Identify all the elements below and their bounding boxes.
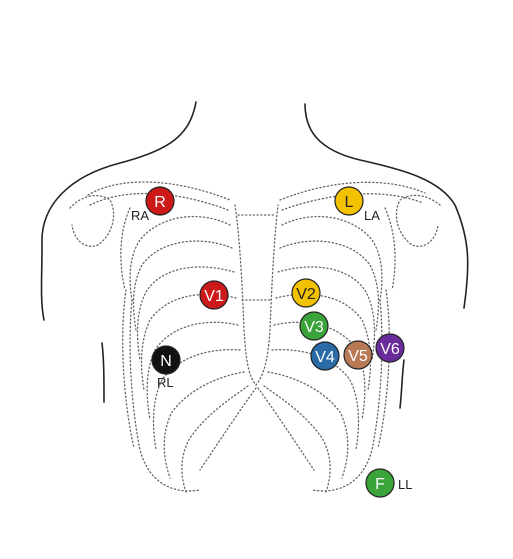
electrode-v1: V1 (199, 280, 229, 310)
electrode-v5: V5 (343, 340, 373, 370)
electrode-v3-label: V3 (304, 319, 324, 336)
electrode-f: F LL (365, 468, 412, 498)
electrode-l-marker (334, 186, 364, 216)
electrode-v1-label: V1 (204, 288, 224, 305)
electrode-v5-label: V5 (348, 348, 368, 365)
electrode-l-label: L (345, 194, 354, 211)
electrode-v4-label: V4 (315, 349, 335, 366)
electrode-r-side-label: RA (131, 208, 149, 223)
electrode-v4-marker (310, 341, 340, 371)
electrode-v2: V2 (291, 278, 321, 308)
electrode-r: R RA (131, 186, 175, 223)
electrode-v1-marker (199, 280, 229, 310)
electrode-v3: V3 (299, 311, 329, 341)
electrode-v3-marker (299, 311, 329, 341)
electrode-r-label: R (154, 194, 166, 211)
electrode-n-label: N (160, 353, 172, 370)
electrode-f-side-label: LL (398, 477, 412, 492)
electrode-v6: V6 (375, 333, 405, 363)
electrode-r-marker (145, 186, 175, 216)
electrode-v4: V4 (310, 341, 340, 371)
electrode-v6-label: V6 (380, 341, 400, 358)
electrode-v2-marker (291, 278, 321, 308)
electrode-n-side-label: RL (157, 375, 174, 390)
electrode-v2-label: V2 (296, 286, 316, 303)
electrode-v6-marker (375, 333, 405, 363)
electrode-l-side-label: LA (364, 208, 380, 223)
torso-outline (40, 101, 469, 409)
electrode-v5-marker (343, 340, 373, 370)
electrode-n-marker (151, 345, 181, 375)
electrodes: R RA L LA V1 V2 V3 V4 V5 V6 (131, 186, 412, 498)
electrode-f-marker (365, 468, 395, 498)
rib-cage (69, 181, 441, 493)
electrode-f-label: F (375, 476, 385, 493)
electrode-n: N RL (151, 345, 181, 390)
electrode-l: L LA (334, 186, 380, 223)
